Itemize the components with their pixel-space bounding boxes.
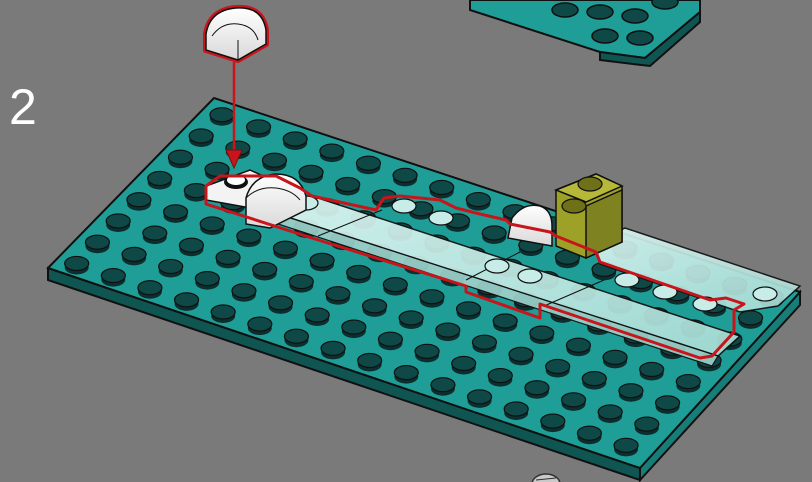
stud	[342, 320, 366, 334]
stud	[356, 156, 380, 170]
stud	[431, 378, 455, 392]
stud	[310, 253, 334, 267]
stud	[200, 217, 224, 231]
stud	[262, 153, 286, 167]
stud	[321, 341, 345, 355]
stud	[614, 438, 638, 452]
stud	[159, 259, 183, 273]
stud	[175, 293, 199, 307]
stud	[273, 241, 297, 255]
stud	[164, 205, 188, 219]
stud	[358, 353, 382, 367]
stud	[289, 275, 313, 289]
stud	[253, 262, 277, 276]
stud	[493, 314, 517, 328]
stud	[326, 287, 350, 301]
stud	[420, 290, 444, 304]
partial-part-bottom	[532, 474, 560, 482]
stud	[598, 405, 622, 419]
stud	[189, 129, 213, 143]
stud	[148, 171, 172, 185]
stud	[320, 144, 344, 158]
stud	[378, 332, 402, 346]
stud	[452, 356, 476, 370]
stud	[85, 235, 109, 249]
stud	[205, 162, 229, 176]
stud	[541, 414, 565, 428]
stud	[466, 193, 490, 207]
stud	[122, 247, 146, 261]
stud	[283, 132, 307, 146]
stud	[232, 284, 256, 298]
stud	[269, 296, 293, 310]
stud	[504, 402, 528, 416]
stud	[168, 150, 192, 164]
stud	[457, 302, 481, 316]
stud	[65, 256, 89, 270]
stud	[284, 329, 308, 343]
stud	[210, 108, 234, 122]
step-number: 2	[9, 82, 37, 132]
stud	[509, 347, 533, 361]
stud	[488, 369, 512, 383]
stud	[393, 168, 417, 182]
stud	[525, 381, 549, 395]
stud	[656, 396, 680, 410]
stud	[127, 193, 151, 207]
stud	[530, 326, 554, 340]
secondary-baseplate	[470, 0, 700, 66]
stud	[394, 366, 418, 380]
stud	[635, 417, 659, 431]
stud	[347, 265, 371, 279]
stud	[577, 426, 601, 440]
stud	[195, 272, 219, 286]
olive-brick	[556, 174, 622, 258]
stud	[248, 317, 272, 331]
stud	[582, 372, 606, 386]
stud	[101, 269, 125, 283]
stud	[566, 338, 590, 352]
stud	[106, 214, 130, 228]
stud	[399, 311, 423, 325]
stud	[482, 226, 506, 240]
stud	[472, 335, 496, 349]
stud	[299, 165, 323, 179]
stud	[676, 375, 700, 389]
stud	[546, 359, 570, 373]
stud	[640, 362, 664, 376]
stud	[383, 278, 407, 292]
stud	[216, 250, 240, 264]
stud	[143, 226, 167, 240]
stud	[305, 308, 329, 322]
stud	[468, 390, 492, 404]
white-curved-slope-1x1-icon	[206, 8, 266, 60]
stud	[436, 323, 460, 337]
stud	[562, 393, 586, 407]
stud	[336, 177, 360, 191]
stud	[211, 305, 235, 319]
stud	[430, 180, 454, 194]
stud	[363, 299, 387, 313]
stud	[619, 384, 643, 398]
stud	[247, 120, 271, 134]
stud	[739, 311, 763, 325]
stud	[138, 281, 162, 295]
stud	[415, 344, 439, 358]
stud	[237, 229, 261, 243]
stud	[179, 238, 203, 252]
stud	[603, 350, 627, 364]
